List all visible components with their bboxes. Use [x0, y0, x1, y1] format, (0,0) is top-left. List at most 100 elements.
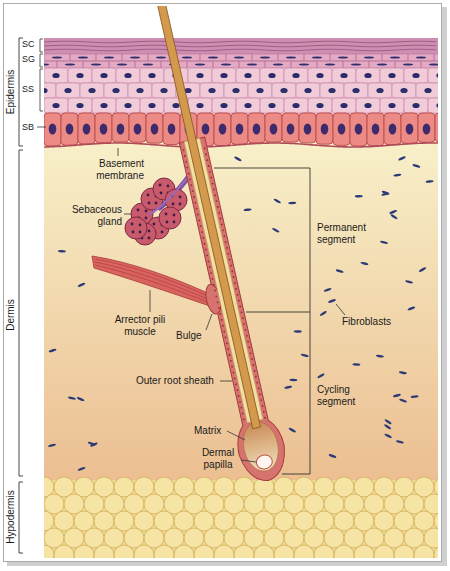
spinous-cell — [332, 68, 356, 83]
nucleus — [256, 88, 263, 93]
nucleus — [208, 56, 218, 58]
nucleus — [338, 56, 348, 58]
fat-cell — [174, 545, 194, 558]
nucleus — [286, 56, 296, 58]
spinous-cell — [248, 83, 272, 98]
nucleus — [292, 73, 299, 78]
nucleus — [423, 124, 431, 135]
sheath-cell — [225, 336, 227, 338]
fibroblast — [284, 385, 292, 389]
sheath-cell — [260, 399, 262, 401]
granular-cell — [304, 54, 330, 61]
basal-cell — [265, 113, 282, 142]
fat-cell — [44, 528, 64, 548]
nucleus — [153, 223, 156, 226]
fat-cell — [284, 494, 304, 514]
sheath-cell — [219, 313, 221, 315]
fibroblast — [381, 190, 389, 195]
fat-cells — [44, 477, 438, 558]
spinous-cell — [428, 68, 438, 83]
nucleus — [182, 56, 192, 58]
nucleus — [292, 103, 299, 108]
fibroblast — [48, 443, 56, 447]
nucleus — [400, 88, 407, 93]
spinous-cell — [212, 98, 236, 113]
spinous-cell — [188, 68, 212, 83]
fibroblast — [301, 353, 309, 358]
nucleus — [124, 73, 131, 78]
sheath-cell — [261, 405, 263, 407]
sheath-cell — [231, 366, 233, 368]
fat-cell — [254, 545, 274, 558]
part-label: Basement membrane — [66, 158, 144, 181]
fat-cell — [104, 528, 124, 548]
fat-cell — [394, 545, 414, 558]
granular-cell — [343, 61, 369, 68]
fibroblast — [384, 423, 392, 430]
spinous-cell — [116, 98, 140, 113]
leader-line — [150, 290, 151, 312]
fat-cell — [374, 545, 394, 558]
sheath-cell — [250, 352, 252, 354]
fibroblast — [76, 396, 84, 401]
fibroblast — [360, 261, 368, 265]
fat-cell — [234, 511, 254, 531]
spinous-cell — [212, 68, 236, 83]
sheath-cell — [214, 194, 216, 196]
fibroblast — [77, 466, 85, 471]
fat-cell — [164, 528, 184, 548]
fibroblast — [319, 310, 327, 316]
spinous-cell — [236, 68, 260, 83]
fat-cell — [354, 511, 374, 531]
nucleus — [139, 231, 142, 234]
granular-cell — [317, 61, 343, 68]
leader-line — [220, 381, 232, 382]
spinous-cell — [140, 98, 164, 113]
nucleus — [232, 88, 239, 93]
nucleus — [372, 124, 380, 135]
sheath-cell — [209, 171, 211, 173]
nucleus — [436, 103, 438, 108]
sheath-cell — [222, 229, 224, 231]
fibroblast — [412, 164, 420, 169]
fat-cell — [354, 477, 374, 497]
layer-label: SB — [22, 122, 34, 132]
nucleus — [338, 124, 346, 135]
nucleus — [160, 192, 163, 195]
sheath-cell — [188, 172, 190, 174]
fibroblast — [68, 396, 76, 400]
part-label: Dermal papilla — [196, 447, 240, 470]
fibroblast — [399, 398, 407, 403]
fat-cell — [184, 494, 204, 514]
granular-cell — [57, 61, 83, 68]
nucleus — [179, 203, 182, 206]
leader-line — [227, 431, 245, 440]
sheath-cell — [213, 188, 215, 190]
nucleus — [196, 103, 203, 108]
hair-shaft — [156, 6, 260, 429]
spinous-cell — [92, 68, 116, 83]
fat-cell — [194, 477, 214, 497]
layer-label: SG — [22, 54, 35, 64]
spinous-cell — [200, 83, 224, 98]
nucleus — [100, 73, 107, 78]
fat-cell — [214, 477, 234, 497]
sheath-cell — [221, 319, 223, 321]
sheath-cell — [184, 155, 186, 157]
sheath-cell — [243, 323, 245, 325]
sheath-cell — [239, 305, 241, 307]
fibroblast — [355, 195, 363, 198]
sheath-cell — [217, 301, 219, 303]
sheath-cell — [193, 196, 195, 198]
granular-cell — [382, 54, 408, 61]
spinous-cell — [296, 83, 320, 98]
fat-cell — [194, 511, 214, 531]
nucleus — [244, 103, 251, 108]
nucleus — [325, 63, 335, 65]
sheath-cell — [218, 212, 220, 214]
sheath-cell — [225, 241, 227, 243]
sheath-cell — [242, 317, 244, 319]
fat-cell — [144, 528, 164, 548]
granular-cell — [213, 61, 239, 68]
